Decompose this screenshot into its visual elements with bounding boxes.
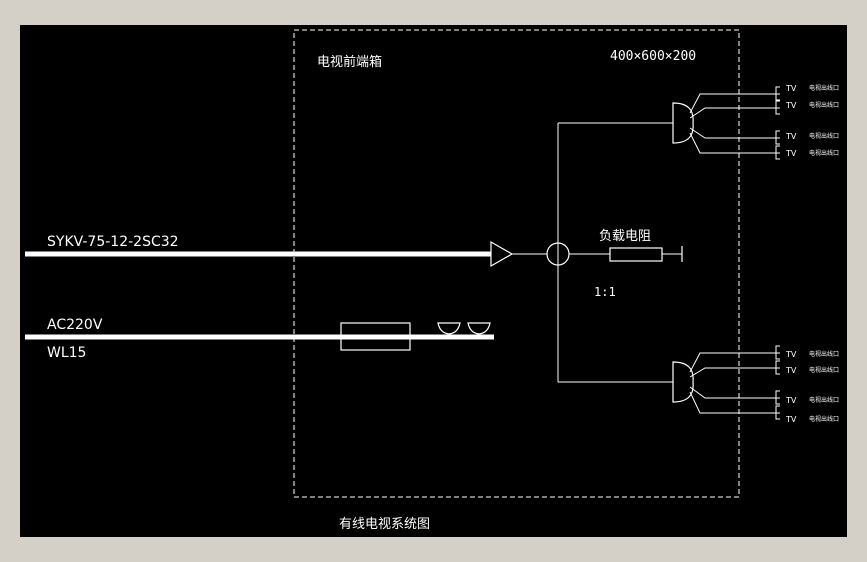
outlet-socket-icon — [775, 86, 780, 101]
outlet-socket-icon — [775, 100, 780, 115]
drawing-canvas: 电视前端箱 400×600×200 SYKV-75-12-2SC32 负载电阻 … — [20, 25, 847, 537]
outlet-socket-icon — [775, 390, 780, 405]
socket-label: 电视出线口 — [809, 366, 839, 374]
tv-label: TV — [785, 149, 797, 158]
tv-label: TV — [785, 350, 797, 359]
power-box-symbol — [340, 322, 411, 351]
outlet-5: TV 电视出线口 — [775, 360, 839, 375]
load-resistor — [609, 247, 663, 262]
tv-label: TV — [785, 84, 797, 93]
ratio-label: 1:1 — [594, 285, 616, 299]
power-socket-icon — [437, 322, 461, 335]
box-size-label: 400×600×200 — [610, 49, 696, 64]
tv-label: TV — [785, 132, 797, 141]
socket-label: 电视出线口 — [809, 101, 839, 109]
outlet-socket-icon — [775, 360, 780, 375]
outlet-socket-icon — [775, 345, 780, 360]
outlet-socket-icon — [775, 130, 780, 145]
outlet-3: TV 电视出线口 — [775, 145, 839, 160]
outlet-socket-icon — [775, 405, 780, 420]
outlet-0: TV 电视出线口 — [775, 84, 839, 101]
upper-distributor-symbol — [672, 102, 694, 144]
upper-outputs-wiring — [689, 93, 780, 414]
lower-distributor-symbol — [672, 361, 694, 403]
socket-label: 电视出线口 — [809, 415, 839, 423]
socket-label: 电视出线口 — [809, 149, 839, 157]
outlet-socket-icon — [775, 145, 780, 160]
socket-label: 电视出线口 — [809, 84, 839, 92]
load-resistor-label: 负载电阻 — [599, 229, 651, 244]
trunk-cable-label: SYKV-75-12-2SC32 — [47, 234, 179, 250]
outlet-7: TV 电视出线口 — [775, 405, 839, 424]
outlet-1: TV 电视出线口 — [775, 100, 839, 115]
box-title: 电视前端箱 — [317, 54, 382, 70]
power-supply-label: AC220V — [47, 317, 103, 333]
socket-label: 电视出线口 — [809, 396, 839, 404]
tv-label: TV — [785, 415, 797, 424]
outlet-4: TV 电视出线口 — [775, 345, 839, 360]
amplifier-symbol — [490, 240, 514, 268]
socket-label: 电视出线口 — [809, 350, 839, 358]
outlet-6: TV 电视出线口 — [775, 390, 839, 405]
socket-label: 电视出线口 — [809, 132, 839, 140]
tv-label: TV — [785, 101, 797, 110]
tv-label: TV — [785, 366, 797, 375]
outlet-2: TV 电视出线口 — [775, 130, 839, 145]
cable-tv-system-diagram: 电视前端箱 400×600×200 SYKV-75-12-2SC32 负载电阻 … — [25, 29, 839, 532]
power-circuit-label: WL15 — [47, 345, 86, 361]
diagram-caption: 有线电视系统图 — [339, 517, 430, 532]
tv-label: TV — [785, 396, 797, 405]
power-socket-icon — [467, 322, 491, 335]
front-end-box-outline — [293, 29, 740, 498]
